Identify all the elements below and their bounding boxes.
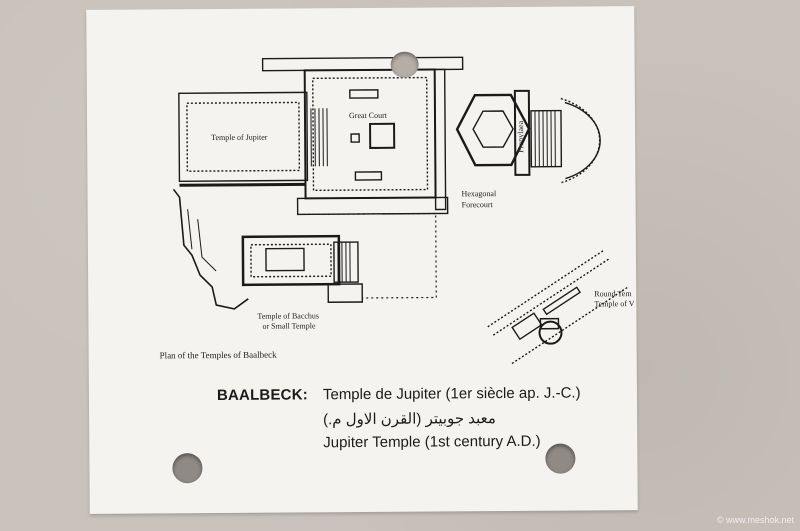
site-name: BAALBECK:: [216, 386, 308, 405]
punch-hole-right: [545, 443, 576, 474]
title-arabic: معبد جوبيتر (القرن الاول م.): [323, 410, 496, 429]
title-english: Jupiter Temple (1st century A.D.): [323, 432, 541, 452]
jupiter-temple-colonnade: [186, 101, 301, 172]
label-hexagonal: Hexagonal: [462, 189, 497, 198]
label-forecourt: Forecourt: [462, 200, 494, 209]
label-temple-of-jupiter: Temple of Jupiter: [211, 133, 268, 142]
semicircular-steps: [560, 97, 601, 184]
label-round-temple: Round Tem: [594, 289, 632, 298]
watermark: © www.meshok.net: [716, 515, 794, 525]
propylaea-outline: [513, 89, 531, 176]
plan-caption: Plan of the Temples of Baalbeck: [159, 349, 277, 361]
label-temple-of-bacchus: Temple of Bacchus: [257, 311, 319, 320]
round-temple-outline: [538, 320, 563, 345]
temple-plan: Temple of Jupiter Great Court Hexagonal …: [172, 56, 635, 365]
label-small-temple: or Small Temple: [262, 321, 316, 330]
bacchus-temple-outline: [241, 234, 341, 287]
label-propylaea: Propylaea: [516, 120, 525, 152]
punch-hole-left: [172, 453, 203, 484]
hexagonal-forecourt-outline: [455, 93, 531, 167]
title-french: Temple de Jupiter (1er siècle ap. J.-C.): [322, 384, 581, 404]
label-great-court: Great Court: [349, 111, 388, 120]
jupiter-temple-outline: [178, 91, 309, 182]
punch-hole-top: [390, 51, 419, 78]
label-round-temple-2: Temple of V: [594, 299, 634, 308]
postcard: Temple of Jupiter Great Court Hexagonal …: [86, 6, 638, 514]
